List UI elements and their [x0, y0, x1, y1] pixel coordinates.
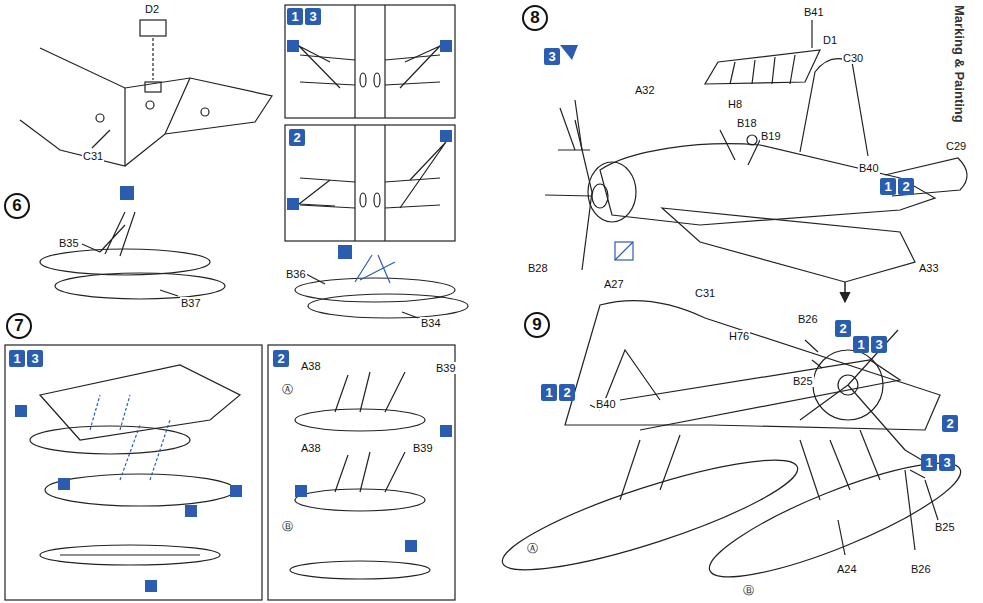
- part-label: B26: [797, 313, 819, 325]
- part-label: C31: [694, 287, 716, 299]
- variant-badge: 1: [287, 8, 303, 25]
- part-label: D2: [144, 3, 160, 15]
- part-label: B41: [803, 6, 825, 18]
- callout-number: 1: [291, 9, 298, 24]
- step-number: 8: [522, 5, 548, 31]
- part-label: B40: [858, 162, 880, 174]
- part-label: Ⓑ: [281, 520, 294, 532]
- variant-badge: 3: [544, 48, 560, 65]
- callout-number: 3: [548, 49, 555, 64]
- variant-badge: 3: [305, 8, 321, 25]
- callout-number: 2: [839, 321, 846, 336]
- part-label: Ⓐ: [281, 383, 294, 395]
- part-label: B36: [285, 268, 307, 280]
- part-label: H76: [728, 330, 750, 342]
- callout-number: 3: [31, 351, 38, 366]
- variant-badge: 1: [9, 350, 25, 367]
- part-label: B39: [412, 442, 434, 454]
- part-label: Ⓐ: [526, 542, 539, 554]
- callout-number: 8: [530, 8, 539, 28]
- callout-number: 1: [884, 179, 891, 194]
- callout-number: 3: [875, 337, 882, 352]
- part-label: A27: [603, 278, 625, 290]
- callout-number: 2: [902, 179, 909, 194]
- callout-number: 2: [563, 385, 570, 400]
- part-label: B35: [58, 237, 80, 249]
- step7-panels: [5, 345, 455, 600]
- part-label: B34: [420, 317, 442, 329]
- variant-badge: 1: [853, 336, 869, 353]
- section-heading: Marking & Painting: [953, 4, 965, 124]
- variant-badge: 3: [939, 454, 955, 471]
- callout-number: 3: [943, 455, 950, 470]
- part-label: B28: [527, 262, 549, 274]
- callout-number: 1: [857, 337, 864, 352]
- part-label: A33: [918, 262, 940, 274]
- variant-badge: 2: [835, 320, 851, 337]
- callout-number: 2: [293, 130, 300, 145]
- paint-panels: [285, 5, 455, 241]
- part-label: C31: [82, 150, 104, 162]
- callout-number: 1: [925, 455, 932, 470]
- variant-badge: 3: [871, 336, 887, 353]
- part-label: B25: [792, 375, 814, 387]
- callout-number: 2: [946, 416, 953, 431]
- callout-number: 2: [277, 351, 284, 366]
- callout-number: 3: [309, 9, 316, 24]
- part-label: A38: [300, 442, 322, 454]
- part-label: Ⓑ: [742, 584, 755, 596]
- variant-badge: 2: [559, 384, 575, 401]
- part-label: C29: [945, 140, 967, 152]
- part-label: H8: [727, 98, 743, 110]
- part-label: D1: [822, 34, 838, 46]
- part-label: B40: [595, 398, 617, 410]
- callout-number: 9: [532, 315, 541, 335]
- variant-badge: 1: [880, 178, 896, 195]
- part-label: B19: [760, 130, 782, 142]
- variant-badge: 1: [541, 384, 557, 401]
- callout-number: 7: [14, 316, 23, 336]
- part-label: B25: [934, 521, 956, 533]
- callout-number: 1: [13, 351, 20, 366]
- variant-badge: 1: [921, 454, 937, 471]
- part-label: A38: [300, 360, 322, 372]
- part-label: A32: [634, 84, 656, 96]
- wing-underside: [20, 20, 272, 166]
- callout-number: 6: [12, 196, 21, 216]
- part-label: B18: [736, 117, 758, 129]
- step-number: 9: [524, 312, 550, 338]
- step-number: 7: [6, 313, 32, 339]
- aircraft-side: [545, 20, 967, 302]
- part-label: B26: [910, 563, 932, 575]
- part-label: C30: [842, 52, 864, 64]
- variant-badge: 2: [942, 415, 958, 432]
- variant-badge: 2: [273, 350, 289, 367]
- step-number: 6: [4, 193, 30, 219]
- aircraft-with-floats: [494, 301, 971, 597]
- float-pair-right: [295, 245, 468, 318]
- part-label: A24: [836, 563, 858, 575]
- float-pair-left: [40, 186, 225, 299]
- variant-badge: 3: [27, 350, 43, 367]
- part-label: B39: [435, 362, 457, 374]
- callout-number: 1: [545, 385, 552, 400]
- part-label: B37: [180, 297, 202, 309]
- variant-badge: 2: [289, 129, 305, 146]
- variant-badge: 2: [898, 178, 914, 195]
